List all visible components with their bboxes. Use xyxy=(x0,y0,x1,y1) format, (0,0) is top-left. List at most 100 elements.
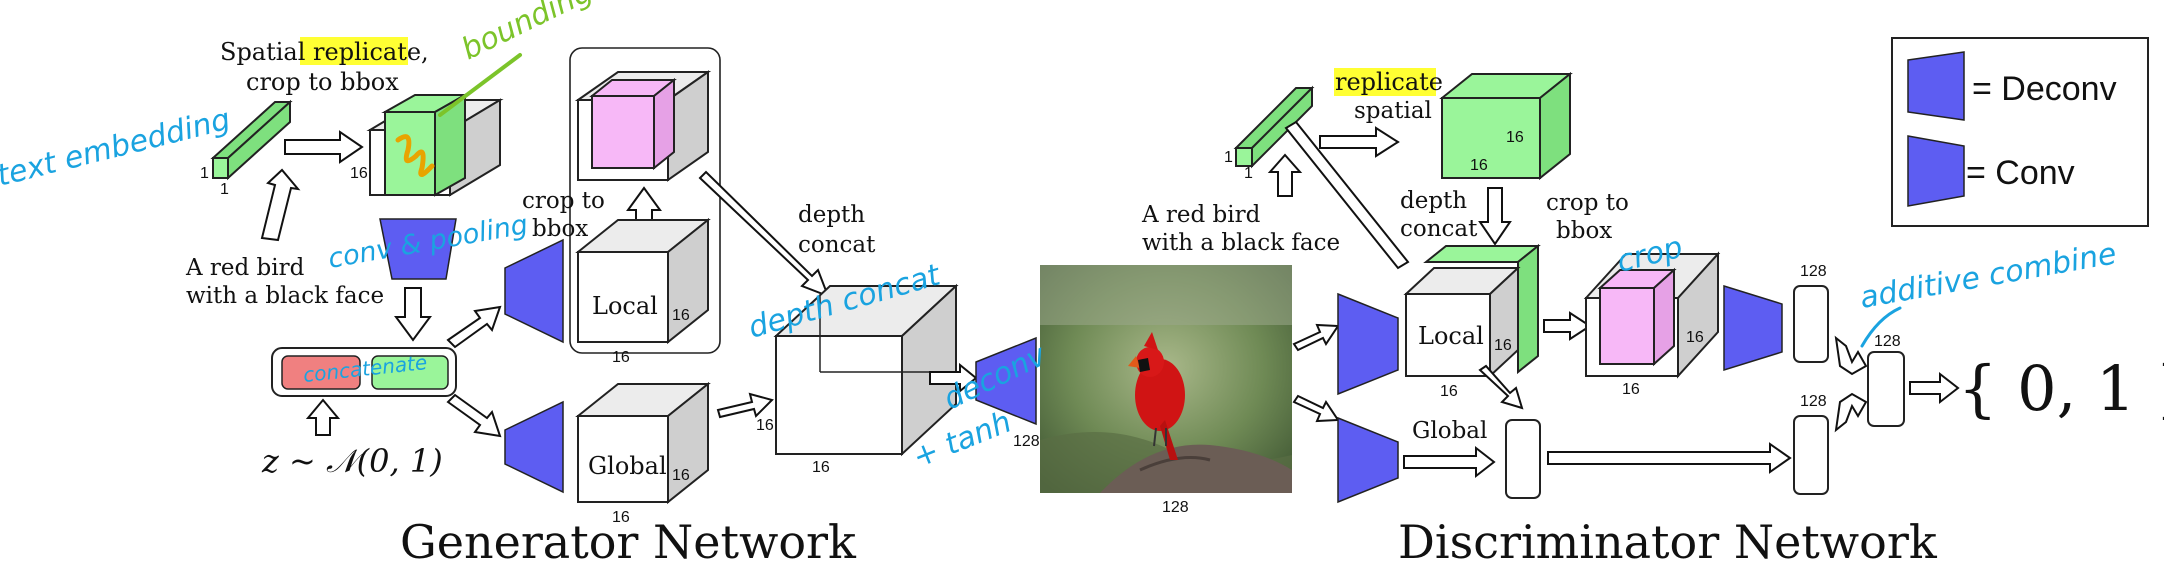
disc-arrow-image-to-local-conv xyxy=(1292,323,1340,352)
disc-arrow-cube-to-local xyxy=(1478,187,1512,246)
legend-deconv-label: = Deconv xyxy=(1972,70,2117,108)
gen-deconv-dim: 128 xyxy=(1013,433,1040,450)
disc-depth-concat-1: depth xyxy=(1400,188,1467,214)
legend-conv-icon xyxy=(1907,135,1965,207)
disc-arrow-image-to-global-conv xyxy=(1292,394,1340,423)
gen-embed-dim-2: 1 xyxy=(220,181,229,198)
gen-local-bottom-dim: 16 xyxy=(612,349,630,366)
disc-replicate-highlight xyxy=(1334,68,1436,96)
disc-depth-concat-2: concat xyxy=(1400,216,1478,242)
annotation-bounding-box: bounding-box xyxy=(456,0,657,67)
annotation-additive-pointer xyxy=(1860,306,1902,348)
disc-global-conv-block xyxy=(1337,416,1399,504)
disc-vec-dim-top: 128 xyxy=(1800,263,1827,280)
gen-depth-concat-1: depth xyxy=(798,202,865,228)
disc-vec-dim-final: 128 xyxy=(1874,333,1901,350)
gen-global-bottom-dim: 16 xyxy=(612,509,630,526)
image-caption-dim: 128 xyxy=(1162,499,1189,516)
disc-crop-conv-block xyxy=(1723,284,1783,372)
disc-arrow-local-vec-to-combine xyxy=(1834,335,1868,376)
gen-concat-bottom-dim: 16 xyxy=(812,459,830,476)
gen-arrow-caption-to-embed xyxy=(260,168,301,242)
gen-text-embedding-bar xyxy=(210,99,293,181)
disc-arrow-global-to-vec xyxy=(1547,442,1792,474)
disc-arrow-global-vec-to-combine xyxy=(1834,392,1868,433)
annotation-text-embedding: text embedding xyxy=(0,102,234,194)
disc-global-vector-small xyxy=(1505,419,1541,499)
gen-local-dim: 16 xyxy=(672,307,690,324)
disc-local-dim: 16 xyxy=(1494,337,1512,354)
gen-embed-dim-1: 1 xyxy=(200,165,209,182)
gen-caption-line1: A red bird xyxy=(185,255,305,281)
disc-crop-cube-dim: 16 xyxy=(1686,329,1704,346)
gen-arrow-global-to-concat xyxy=(716,392,774,419)
disc-crop-bottom-dim: 16 xyxy=(1622,381,1640,398)
gen-local-conv-block xyxy=(504,238,564,344)
gen-global-cube xyxy=(575,381,711,505)
disc-vec-dim-bottom: 128 xyxy=(1800,393,1827,410)
gen-global-dim: 16 xyxy=(672,467,690,484)
disc-caption-line2: with a black face xyxy=(1142,230,1340,256)
gen-deconv-block xyxy=(975,336,1037,426)
gen-arrow-embed-to-cube xyxy=(284,130,364,164)
disc-crop-label-2: bbox xyxy=(1556,218,1612,244)
disc-global-vector xyxy=(1793,415,1829,495)
disc-caption-line1: A red bird xyxy=(1141,202,1261,228)
disc-embed-dim-1: 1 xyxy=(1224,149,1233,166)
generator-title: Generator Network xyxy=(400,515,857,569)
gen-arrow-conv-to-concat xyxy=(394,287,432,342)
gen-arrow-to-local-conv xyxy=(446,305,502,349)
disc-local-label: Local xyxy=(1418,322,1484,350)
gen-global-conv-block xyxy=(504,400,564,494)
gen-local-cube xyxy=(575,217,711,345)
gen-global-label: Global xyxy=(588,452,667,480)
disc-cube-dim-a: 16 xyxy=(1506,129,1524,146)
disc-spatial-text: spatial xyxy=(1354,98,1432,124)
legend-conv-label: = Conv xyxy=(1966,154,2075,192)
gen-concatenate-block xyxy=(271,347,457,397)
gen-arrow-z-to-concat xyxy=(305,398,341,436)
gen-crop-label-2: bbox xyxy=(532,216,588,242)
disc-local-conv-block xyxy=(1337,292,1399,396)
disc-local-cube xyxy=(1403,243,1541,379)
gen-depth-concat-2: concat xyxy=(798,232,876,258)
gen-replicated-cube xyxy=(366,53,522,197)
gen-crop-label-1: crop to xyxy=(522,188,605,214)
gen-caption-line2: with a black face xyxy=(186,283,384,309)
disc-replicate-text: replicate xyxy=(1335,68,1443,96)
disc-arrow-to-output xyxy=(1909,371,1960,405)
gen-local-label: Local xyxy=(592,292,658,320)
gen-conv-pooling-block xyxy=(379,218,457,280)
disc-arrow-caption-to-embed xyxy=(1267,153,1303,197)
gen-arrow-concat-to-deconv xyxy=(929,362,978,394)
gen-arrow-local-to-concat xyxy=(698,170,830,298)
legend-deconv-icon xyxy=(1907,51,1965,121)
gen-arrow-to-global-conv xyxy=(446,393,502,438)
disc-global-label: Global xyxy=(1412,418,1487,444)
annotation-additive-combine: additive combine xyxy=(1857,236,2119,316)
disc-embed-dim-2: 1 xyxy=(1244,165,1253,182)
discriminator-title: Discriminator Network xyxy=(1398,515,1938,569)
disc-arrow-local-to-crop xyxy=(1543,311,1592,341)
gen-local-panel xyxy=(569,47,721,354)
disc-cube-dim-b: 16 xyxy=(1470,157,1488,174)
gen-spatial-replicate-text: Spatial replicate, xyxy=(220,38,429,66)
disc-text-embedding-bar xyxy=(1233,85,1315,169)
bird-photo xyxy=(1040,265,1292,493)
gen-cube-dim: 16 xyxy=(350,165,368,182)
disc-replicated-cube xyxy=(1439,71,1573,181)
gen-crop-to-bbox-text: crop to bbox xyxy=(246,68,399,96)
replicate-highlight xyxy=(300,37,408,65)
gen-noise-formula: z ~ 𝒩(0, 1) xyxy=(261,442,443,480)
disc-arrow-embed-to-cube xyxy=(1319,126,1400,158)
disc-arrow-embed-to-local xyxy=(1284,120,1410,270)
disc-arrow-global-conv-to-vec xyxy=(1403,445,1496,479)
disc-combined-vector xyxy=(1867,351,1905,427)
disc-output-label: { 0, 1 } xyxy=(1958,352,2164,425)
disc-local-vector xyxy=(1793,285,1829,363)
gen-concat-side-dim: 16 xyxy=(756,417,774,434)
disc-arrow-local-to-global-vec xyxy=(1478,364,1524,410)
disc-crop-cube xyxy=(1583,251,1721,379)
